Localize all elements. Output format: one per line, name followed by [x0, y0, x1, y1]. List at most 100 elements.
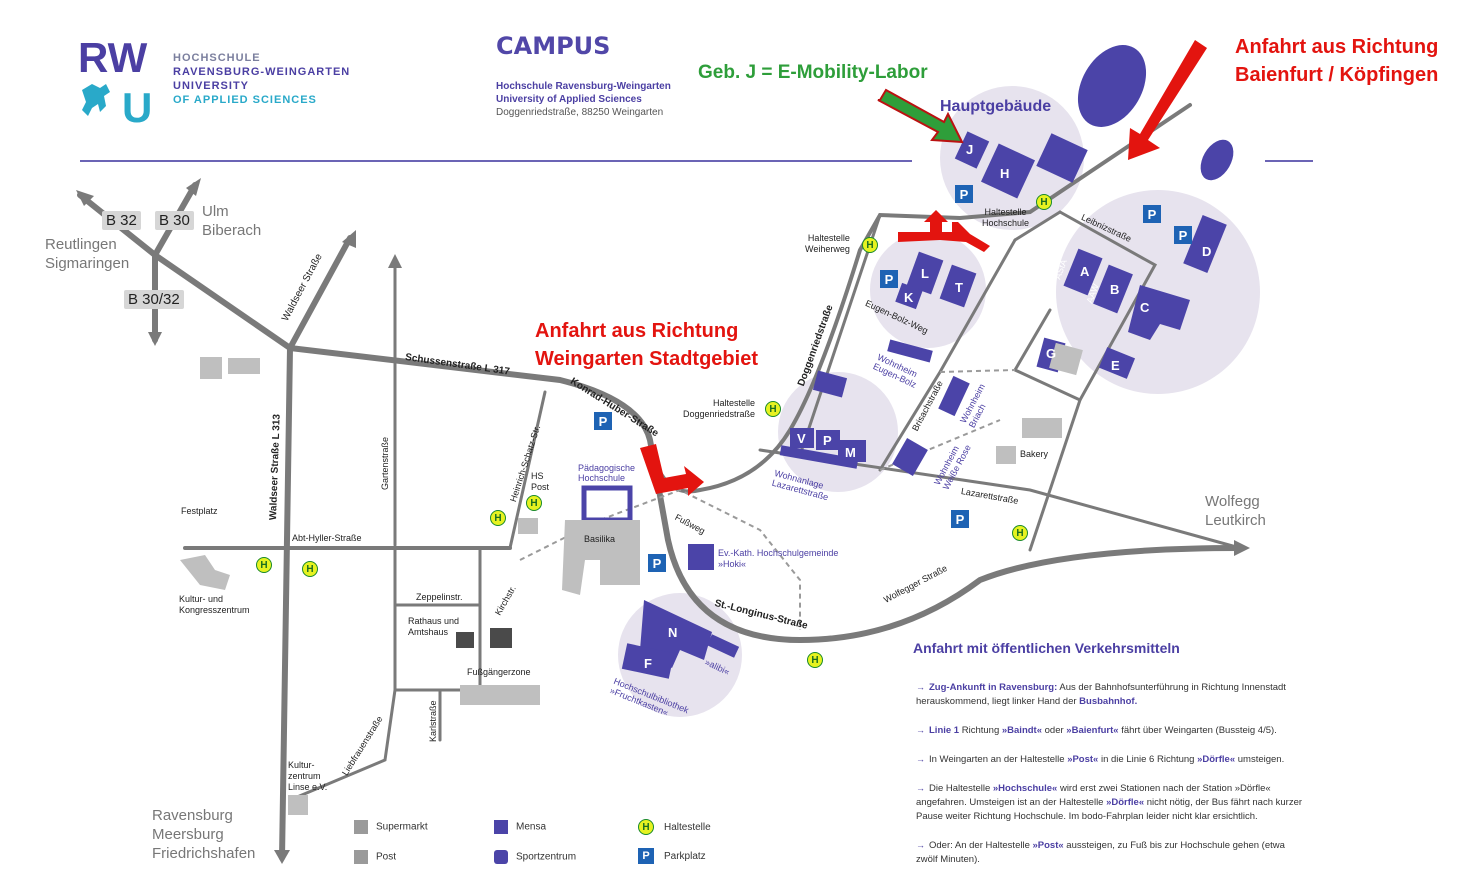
arrowhead-b30	[186, 178, 201, 196]
lion-icon	[82, 84, 110, 116]
legend-sportzentrum: Sportzentrum	[494, 850, 576, 864]
parking-icon: P	[638, 848, 654, 864]
road-waldseer-l313	[279, 345, 293, 861]
campus-address-block: Hochschule Ravensburg-Weingarten Univers…	[496, 80, 671, 119]
place-ravensburg: Ravensburg	[152, 807, 233, 824]
bus-stop-icon: H	[256, 557, 272, 573]
header-rule	[80, 160, 912, 162]
info-list: →Zug-Ankunft in Ravensburg: Aus der Bahn…	[916, 680, 1306, 867]
arrow-from-baienfurt	[1128, 40, 1207, 160]
post-office	[518, 518, 538, 534]
label-haltestelle-doggenried: Haltestelle Doggenriedstraße	[683, 398, 756, 419]
bus-stop-icon: H	[638, 819, 654, 835]
info-item1-bold: Zug-Ankunft in Ravensburg:	[929, 682, 1058, 693]
buildings	[581, 45, 1234, 679]
arrow-parking-turn	[898, 210, 990, 252]
building-c	[1128, 285, 1190, 340]
road-badge-b32: B 32	[102, 211, 141, 230]
info-item3-text2: in die Linie 6 Richtung	[1098, 754, 1198, 765]
place-friedrichshafen: Friedrichshafen	[152, 845, 256, 862]
place-reutlingen: Reutlingen	[45, 236, 117, 253]
building-wohnanlage	[779, 445, 859, 469]
campus-address: Doggenriedstraße, 88250 Weingarten	[496, 107, 664, 118]
legend-mensa-label: Mensa	[516, 821, 547, 833]
label-haltestelle-weiherweg: Haltestelle Weiherweg	[805, 233, 850, 254]
road-waldseer-north	[287, 235, 353, 351]
bullet-arrow-icon: →	[916, 754, 925, 764]
header-rule-right	[1265, 160, 1313, 162]
building-wohnheim-eugen	[887, 339, 933, 363]
info-item5-bold1: »Post«	[1032, 840, 1064, 851]
gray-buildings	[180, 342, 1083, 815]
bus-stop-icon: H	[862, 237, 878, 253]
parking-icon: P	[594, 412, 612, 430]
place-wolfegg-leutkirch: Wolfegg Leutkirch	[1205, 492, 1266, 530]
label-basilika: Basilika	[584, 534, 616, 544]
letter-c: C	[1140, 300, 1150, 315]
building-p	[816, 430, 840, 450]
road-schussen-longinus	[287, 345, 1243, 644]
parking-icon: P	[880, 270, 898, 288]
label-hoki: Ev.-Kath. Hochschulgemeinde »Hoki«	[718, 548, 839, 569]
letter-n: N	[668, 625, 677, 640]
legend-post: Post	[354, 850, 396, 864]
place-leutkirch: Leutkirch	[1205, 512, 1266, 529]
campus-sub-1: Hochschule Ravensburg-Weingarten	[496, 81, 671, 92]
info-item4-text3: nicht nötig, der Bus fährt nach kurzer P…	[916, 797, 1303, 822]
bus-stop-icon: H	[490, 510, 506, 526]
annotation-baienfurt-line2: Baienfurt / Köpfingen	[1235, 64, 1439, 86]
info-item1-bold2: Busbahnhof.	[1079, 696, 1138, 707]
bus-stop-icon: H	[807, 652, 823, 668]
letter-p: P	[823, 433, 832, 448]
legend-supermarkt: Supermarkt	[354, 820, 428, 834]
road-liebfrauen	[288, 546, 397, 802]
info-item-4: →Die Haltestelle »Hochschule« wird erst …	[916, 781, 1306, 824]
rathaus-2	[490, 628, 512, 648]
place-ravensburg-group: Ravensburg Meersburg Friedrichshafen	[152, 806, 255, 863]
parking-icon: P	[955, 185, 973, 203]
gray-annex	[1049, 342, 1083, 376]
bullet-arrow-icon: →	[916, 783, 925, 793]
label-fussgaengerzone: Fußgängerzone	[467, 667, 531, 677]
uni-line-2: RAVENSBURG-WEINGARTEN	[173, 66, 351, 78]
building-h	[980, 143, 1036, 199]
post-icon	[354, 850, 368, 864]
place-ulm-biberach: Ulm Biberach	[202, 202, 261, 240]
arrow-from-weingarten	[640, 444, 704, 496]
info-item5-text1: Oder: An der Haltestelle	[929, 840, 1033, 851]
annotation-baienfurt-line1: Anfahrt aus Richtung	[1235, 36, 1439, 58]
hauptgebaeude-label: Hauptgebäude	[940, 98, 1052, 115]
building-k	[895, 282, 923, 310]
sports-field-1	[1077, 45, 1147, 127]
uni-line-3: UNIVERSITY	[173, 80, 250, 92]
annotation-weingarten-line2: Weingarten Stadtgebiet	[535, 348, 758, 370]
letter-g: G	[1046, 346, 1056, 361]
building-t	[939, 264, 977, 308]
letter-t: T	[955, 280, 963, 295]
supermarket-bakery	[1022, 418, 1062, 438]
info-item5-text2: aussteigen, zu Fuß bis zur Hochschule ge…	[916, 840, 1285, 865]
kultur-kongress-building	[180, 555, 230, 590]
info-item4-bold1: »Hochschule«	[992, 783, 1058, 794]
road-b32-b30	[152, 252, 293, 351]
letter-j: J	[966, 142, 973, 157]
info-item2-text1: Richtung	[959, 725, 1002, 736]
building-l	[906, 251, 944, 295]
info-item4-bold2: »Dörfle«	[1106, 797, 1145, 808]
sports-field-2	[1200, 139, 1234, 181]
letter-m: M	[845, 445, 856, 460]
label-kulturzentrum: Kultur- zentrum Linse e.V.	[288, 760, 328, 792]
info-item4-text2: wird erst zwei Stationen nach der Statio…	[916, 783, 1271, 808]
building-m	[838, 440, 866, 462]
bus-stop-icon: H	[1036, 194, 1052, 210]
info-item3-text1: In Weingarten an der Haltestelle	[929, 754, 1068, 765]
place-wolfegg: Wolfegg	[1205, 493, 1260, 510]
legend-haltestelle-label: Haltestelle	[664, 821, 711, 833]
bus-stop-icon: H	[1012, 525, 1028, 541]
info-item-1: →Zug-Ankunft in Ravensburg: Aus der Bahn…	[916, 680, 1306, 709]
letter-d: D	[1202, 244, 1211, 259]
bakery-shop	[996, 446, 1016, 464]
street-karl: Karlstraße	[428, 700, 438, 742]
